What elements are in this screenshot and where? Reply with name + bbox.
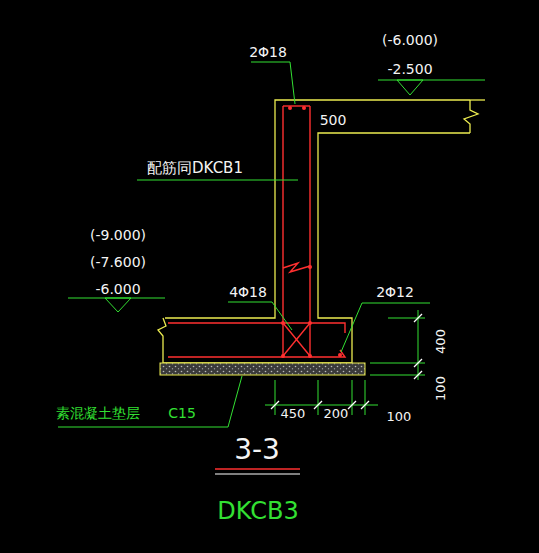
dimension-label: 450 (280, 406, 307, 421)
wall-outline (158, 100, 485, 363)
title-underline (215, 468, 300, 470)
section-title: 3-3 (233, 435, 281, 465)
dimension-label: 100 (432, 375, 447, 402)
material-note: C15 (167, 405, 197, 421)
elevation-label: -6.000 (94, 281, 141, 297)
blinding-layer (160, 363, 365, 375)
rebar-label: 4Φ18 (228, 284, 268, 300)
dimension-tick (271, 314, 422, 409)
dimension-label: 500 (319, 112, 348, 128)
dimension-label: 100 (386, 409, 413, 424)
rebar-dot (281, 106, 342, 358)
rebar (168, 106, 345, 357)
elevation-label: -2.500 (386, 61, 433, 77)
rebar-note: 配筋同DKCB1 (146, 160, 244, 177)
material-note: 素混凝土垫层 (55, 405, 141, 421)
dimension-label: 200 (323, 406, 350, 421)
elevation-label: (-9.000) (89, 227, 147, 243)
rebar-label: 2Φ18 (248, 44, 288, 60)
dimension-label: 400 (432, 328, 447, 355)
section-caption: DKCB3 (216, 498, 299, 524)
elevation-label: (-6.000) (381, 32, 439, 48)
leader-line (58, 62, 485, 427)
title-underline (215, 474, 300, 475)
elevation-label: (-7.600) (89, 254, 147, 270)
rebar-label: 2Φ12 (375, 284, 415, 300)
